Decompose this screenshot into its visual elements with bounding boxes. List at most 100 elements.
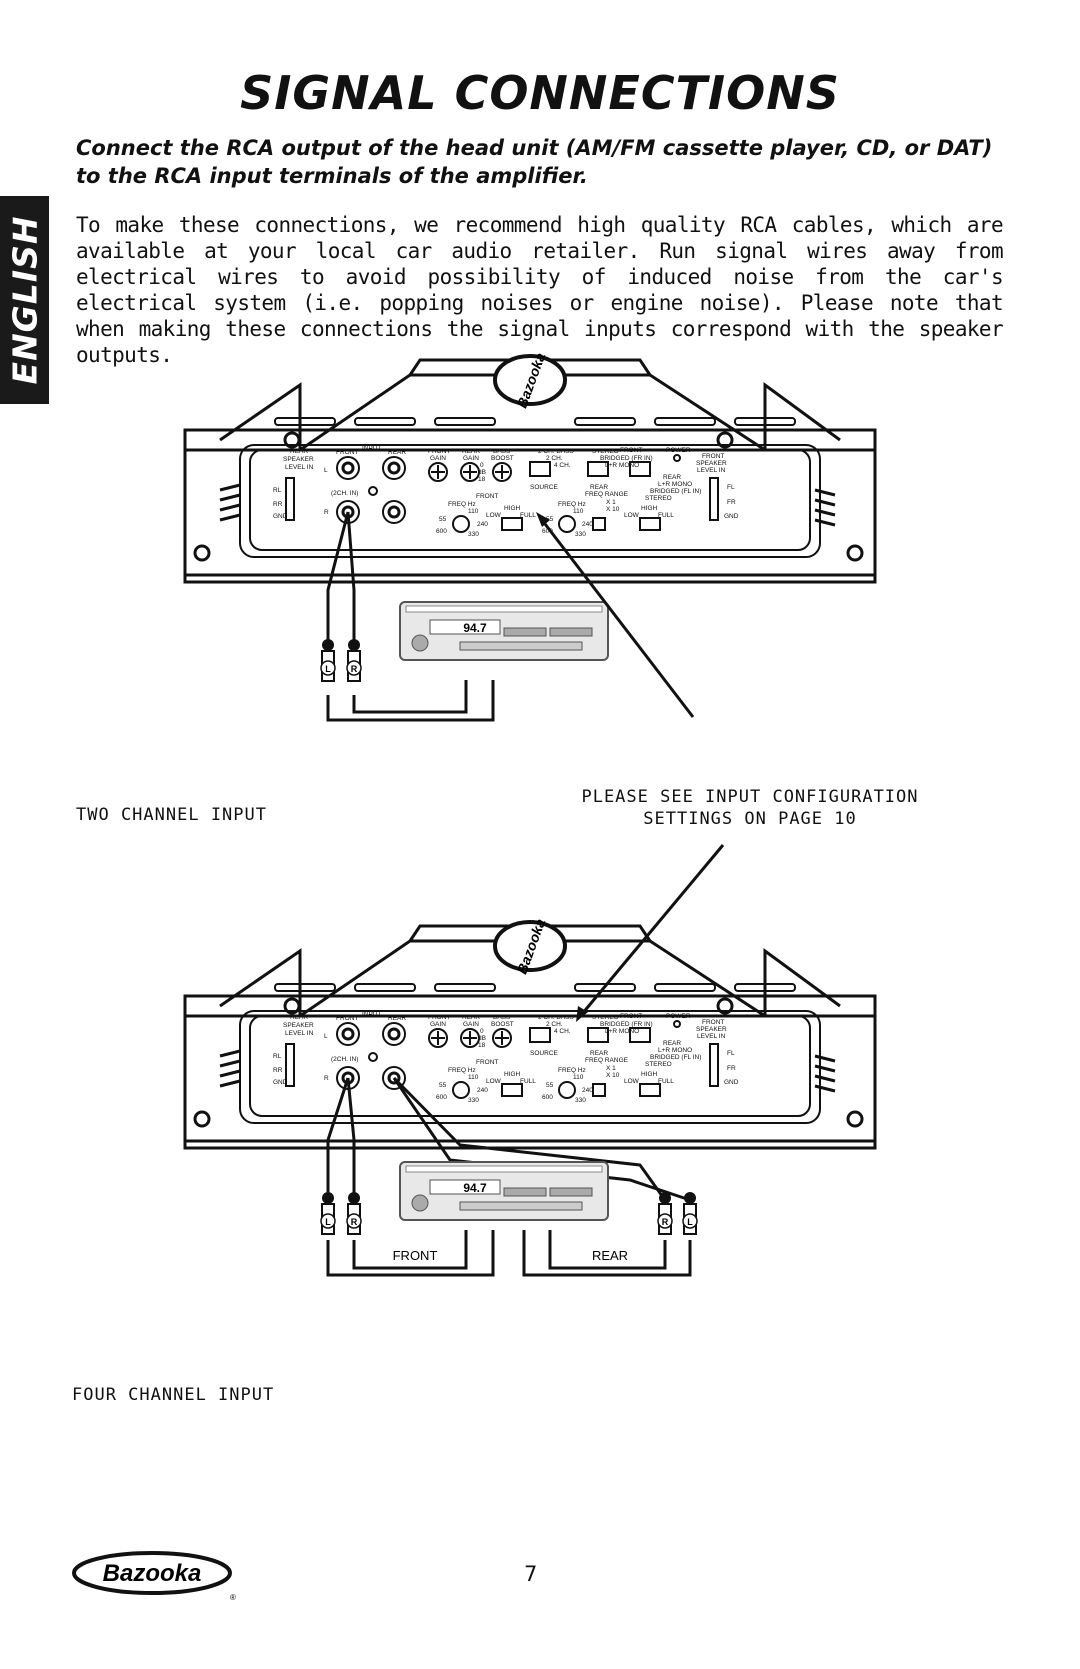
- panel2-rear-lr-mono: L+R MONO: [658, 1047, 692, 1054]
- panel-power: POWER: [666, 447, 691, 454]
- panel2-bass-boost-1: BASS: [493, 1014, 511, 1021]
- panel-front-speaker-1: FRONT: [702, 453, 724, 460]
- panel2-input: INPUT: [362, 1011, 382, 1018]
- rca-cables: [326, 511, 495, 722]
- panel-high-1: HIGH: [504, 505, 521, 512]
- config-note: PLEASE SEE INPUT CONFIGURATION SETTINGS …: [580, 786, 920, 830]
- panel-2ch-bass: 2 CH. BASS: [538, 448, 574, 455]
- panel-rear-gain-1: REAR: [462, 448, 480, 455]
- panel2-db-0: 0: [480, 1028, 484, 1035]
- two-channel-caption: TWO CHANNEL INPUT: [76, 805, 267, 825]
- config-note-line2: SETTINGS ON PAGE 10: [643, 809, 857, 829]
- panel2-2ch: 2 CH.: [546, 1021, 563, 1028]
- page-number: 7: [524, 1562, 538, 1586]
- panel-front-speaker-2: SPEAKER: [696, 460, 727, 467]
- panel2-db: dB: [478, 1035, 486, 1042]
- panel2-rear-gain-2: GAIN: [463, 1021, 479, 1028]
- panel-db-0: 0: [480, 462, 484, 469]
- panel-low-1: LOW: [486, 512, 502, 519]
- panel2-front-section: FRONT: [476, 1059, 498, 1066]
- four-channel-caption: FOUR CHANNEL INPUT: [72, 1385, 275, 1405]
- panel-freq-330-a: 330: [468, 531, 479, 538]
- config-arrow: [536, 512, 695, 718]
- panel-rr: RR: [273, 501, 283, 508]
- panel-front-gain-1: FRONT: [428, 448, 450, 455]
- panel-bass-boost-2: BOOST: [491, 455, 514, 462]
- panel2-front-speaker-3: LEVEL IN: [697, 1033, 726, 1040]
- panel-rear-speaker-2: SPEAKER: [283, 456, 314, 463]
- panel-full-2: FULL: [658, 512, 674, 519]
- panel-x1: X 1: [606, 499, 616, 506]
- panel2-rl: RL: [273, 1053, 282, 1060]
- rca-plug-rear-left: L: [682, 1192, 698, 1235]
- panel-freq-55-a: 55: [439, 516, 447, 523]
- panel-rear-gain-2: GAIN: [463, 455, 479, 462]
- panel-front-gain-2: GAIN: [430, 455, 446, 462]
- panel2-rear-speaker-2: SPEAKER: [283, 1022, 314, 1029]
- plug-rl-label: L: [687, 1217, 693, 1227]
- panel-input: INPUT: [362, 445, 382, 452]
- panel2-power: POWER: [666, 1013, 691, 1020]
- panel-freq-110-b: 110: [573, 508, 584, 515]
- plug-rr-label: R: [662, 1217, 669, 1227]
- head-unit-2: 94.7: [399, 1161, 609, 1221]
- panel2-full-2: FULL: [658, 1078, 674, 1085]
- panel-source: SOURCE: [530, 484, 558, 491]
- panel2-2ch-in: (2CH. IN): [331, 1056, 358, 1063]
- panel-gnd-right: GND: [724, 513, 739, 520]
- panel2-freq-600-a: 600: [436, 1094, 447, 1101]
- panel2-freq-110-b: 110: [573, 1074, 584, 1081]
- panel-bass-boost-1: BASS: [493, 448, 511, 455]
- panel-freq-110-a: 110: [468, 508, 479, 515]
- panel2-fl: FL: [727, 1050, 735, 1057]
- panel2-x10: X 10: [606, 1072, 620, 1079]
- panel-rear-lr-mono: L+R MONO: [658, 481, 692, 488]
- body-paragraph: To make these connections, we recommend …: [76, 213, 1004, 367]
- plug-l-label: L: [325, 664, 331, 674]
- plug-fr-label: R: [351, 1217, 358, 1227]
- rca-plug-front-right: R: [346, 1192, 362, 1235]
- two-channel-diagram: Bazooka REAR SPEAKER LEVEL IN FRONT INPU: [183, 350, 877, 722]
- rear-label: REAR: [592, 1248, 628, 1263]
- panel-gnd-left: GND: [273, 513, 288, 520]
- head-unit-2-display: 94.7: [463, 1181, 487, 1195]
- panel2-r: R: [324, 1075, 329, 1082]
- language-tab: ENGLISH: [0, 196, 49, 404]
- panel2-2ch-bass: 2 CH. BASS: [538, 1014, 574, 1021]
- panel2-rear-gain-1: REAR: [462, 1014, 480, 1021]
- panel2-high-2: HIGH: [641, 1071, 658, 1078]
- panel2-gnd-left: GND: [273, 1079, 288, 1086]
- panel2-freq-330-a: 330: [468, 1097, 479, 1104]
- panel-freq-330-b: 330: [575, 531, 586, 538]
- rca-plug-left: L: [320, 639, 336, 682]
- panel2-freq-hz-2: FREQ Hz: [558, 1067, 586, 1074]
- panel2-high-1: HIGH: [504, 1071, 521, 1078]
- page-subtitle: Connect the RCA output of the head unit …: [76, 136, 993, 188]
- panel2-bridged-fr: BRIDGED (FR IN): [600, 1021, 653, 1028]
- panel2-bridged-fl: BRIDGED (FL IN): [650, 1054, 701, 1061]
- panel2-low-1: LOW: [486, 1078, 502, 1085]
- panel-freq-240-a: 240: [477, 521, 488, 528]
- panel-front: FRONT: [336, 449, 358, 456]
- bazooka-logo: Bazooka ®: [72, 1551, 236, 1602]
- panel-freq-55-b: 55: [546, 516, 554, 523]
- panel-rear-speaker-1: REAR: [290, 448, 308, 455]
- panel2-stereo: STEREO: [592, 1014, 619, 1021]
- panel-low-2: LOW: [624, 512, 640, 519]
- panel2-rear-speaker-1: REAR: [290, 1014, 308, 1021]
- panel2-freq-600-b: 600: [542, 1094, 553, 1101]
- panel-r: R: [324, 509, 329, 516]
- panel-db: dB: [478, 469, 486, 476]
- panel-front-label: FRONT: [620, 447, 642, 454]
- panel2-rear-speaker-3: LEVEL IN: [285, 1030, 314, 1037]
- panel-rear-speaker-3: LEVEL IN: [285, 464, 314, 471]
- config-note-line1: PLEASE SEE INPUT CONFIGURATION: [581, 787, 919, 807]
- panel2-rear-freq-2: FREQ RANGE: [585, 1057, 629, 1064]
- panel2-fr: FR: [727, 1065, 736, 1072]
- panel2-front-label: FRONT: [620, 1013, 642, 1020]
- panel2-freq-110-a: 110: [468, 1074, 479, 1081]
- panel2-front-speaker-2: SPEAKER: [696, 1026, 727, 1033]
- panel-bridged-fl: BRIDGED (FL IN): [650, 488, 701, 495]
- language-tab-label: ENGLISH: [5, 215, 44, 385]
- panel2-rr: RR: [273, 1067, 283, 1074]
